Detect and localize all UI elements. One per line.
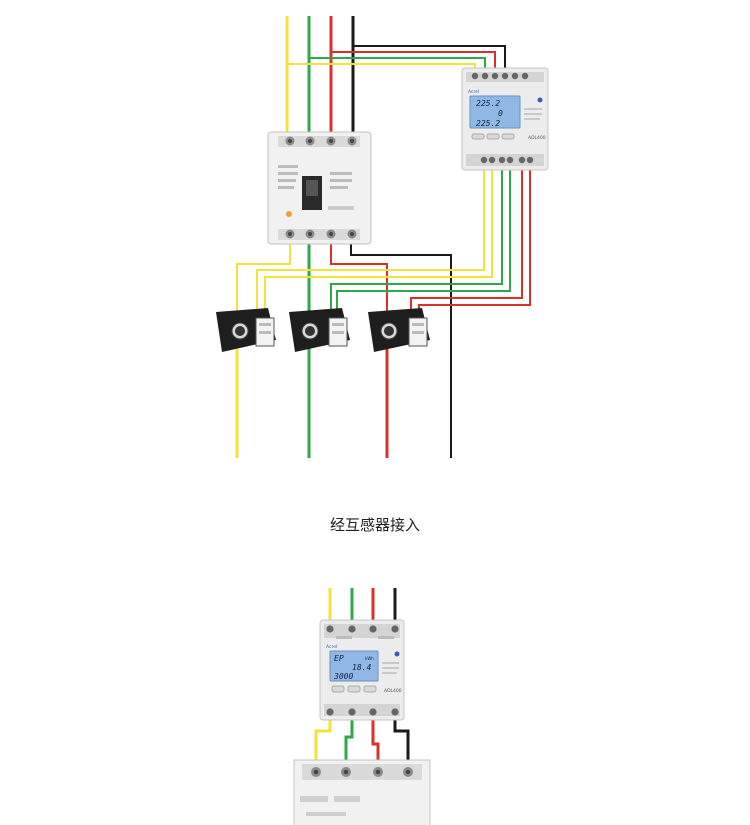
wire-ct3-a — [410, 168, 523, 318]
meter-bottom-button-3[interactable] — [363, 685, 377, 693]
wire-vtap-yellow — [287, 63, 476, 72]
wire-ct1-a — [256, 168, 485, 318]
meter-top-model: ADL400 — [528, 135, 546, 141]
meter-top-button-3[interactable] — [501, 133, 515, 140]
energy-meter-bottom: Acrel EP 18.4 3000 kWh ADL400 — [319, 619, 405, 721]
meter-bottom-button-1[interactable] — [331, 685, 345, 693]
meter-bottom-lcd-line1: EP — [334, 654, 344, 663]
meter-top-lcd-line3: 225.2 — [476, 119, 500, 128]
meter-top-button-2[interactable] — [486, 133, 500, 140]
meter-top-button-1[interactable] — [471, 133, 485, 140]
meter-top-lcd — [469, 95, 521, 129]
wire-out-black — [350, 240, 452, 458]
wire-vtap-green — [309, 57, 486, 72]
current-transformer-1 — [216, 308, 276, 352]
meter-bottom-model: ADL400 — [384, 688, 402, 694]
meter-bottom-lcd-line2: 18.4 — [352, 663, 371, 672]
current-transformer-3 — [368, 308, 430, 352]
wire-ct2-a — [330, 168, 503, 318]
meter-top-status-led — [537, 97, 543, 103]
meter-bottom-status-led — [394, 651, 400, 657]
wire-out-red — [330, 240, 388, 318]
meter-bottom-lcd-line3: 3000 — [333, 672, 353, 681]
meter-bottom-brand: Acrel — [326, 644, 337, 650]
wire-ct3-b — [418, 168, 531, 318]
meter-bottom-lcd-unit: kWh — [365, 656, 374, 661]
meter-top-brand: Acrel — [468, 89, 479, 95]
wire-bottom-out-green — [344, 716, 354, 774]
wire-ct1-b — [264, 168, 493, 318]
energy-meter-top: Acrel 225.2 0 225.2 ADL400 — [461, 67, 549, 171]
meter-top-lcd-line2: 0 — [498, 109, 503, 118]
diagram-caption: 经互感器接入 — [329, 516, 420, 534]
wire-bottom-out-red — [371, 716, 380, 774]
wire-bottom-out-black — [393, 716, 410, 774]
meter-top-lcd-line1: 225.2 — [476, 99, 500, 108]
wire-out-yellow — [236, 240, 291, 318]
current-transformer-2 — [289, 308, 350, 352]
wire-bottom-out-yellow — [314, 716, 332, 774]
circuit-breaker-bottom — [293, 759, 431, 825]
wire-vtap-black — [353, 45, 506, 72]
wire-ct2-b — [336, 168, 511, 318]
meter-bottom-button-2[interactable] — [347, 685, 361, 693]
meter-bottom-lcd — [329, 650, 379, 682]
circuit-breaker — [267, 131, 372, 245]
wire-vtap-red — [331, 51, 496, 72]
